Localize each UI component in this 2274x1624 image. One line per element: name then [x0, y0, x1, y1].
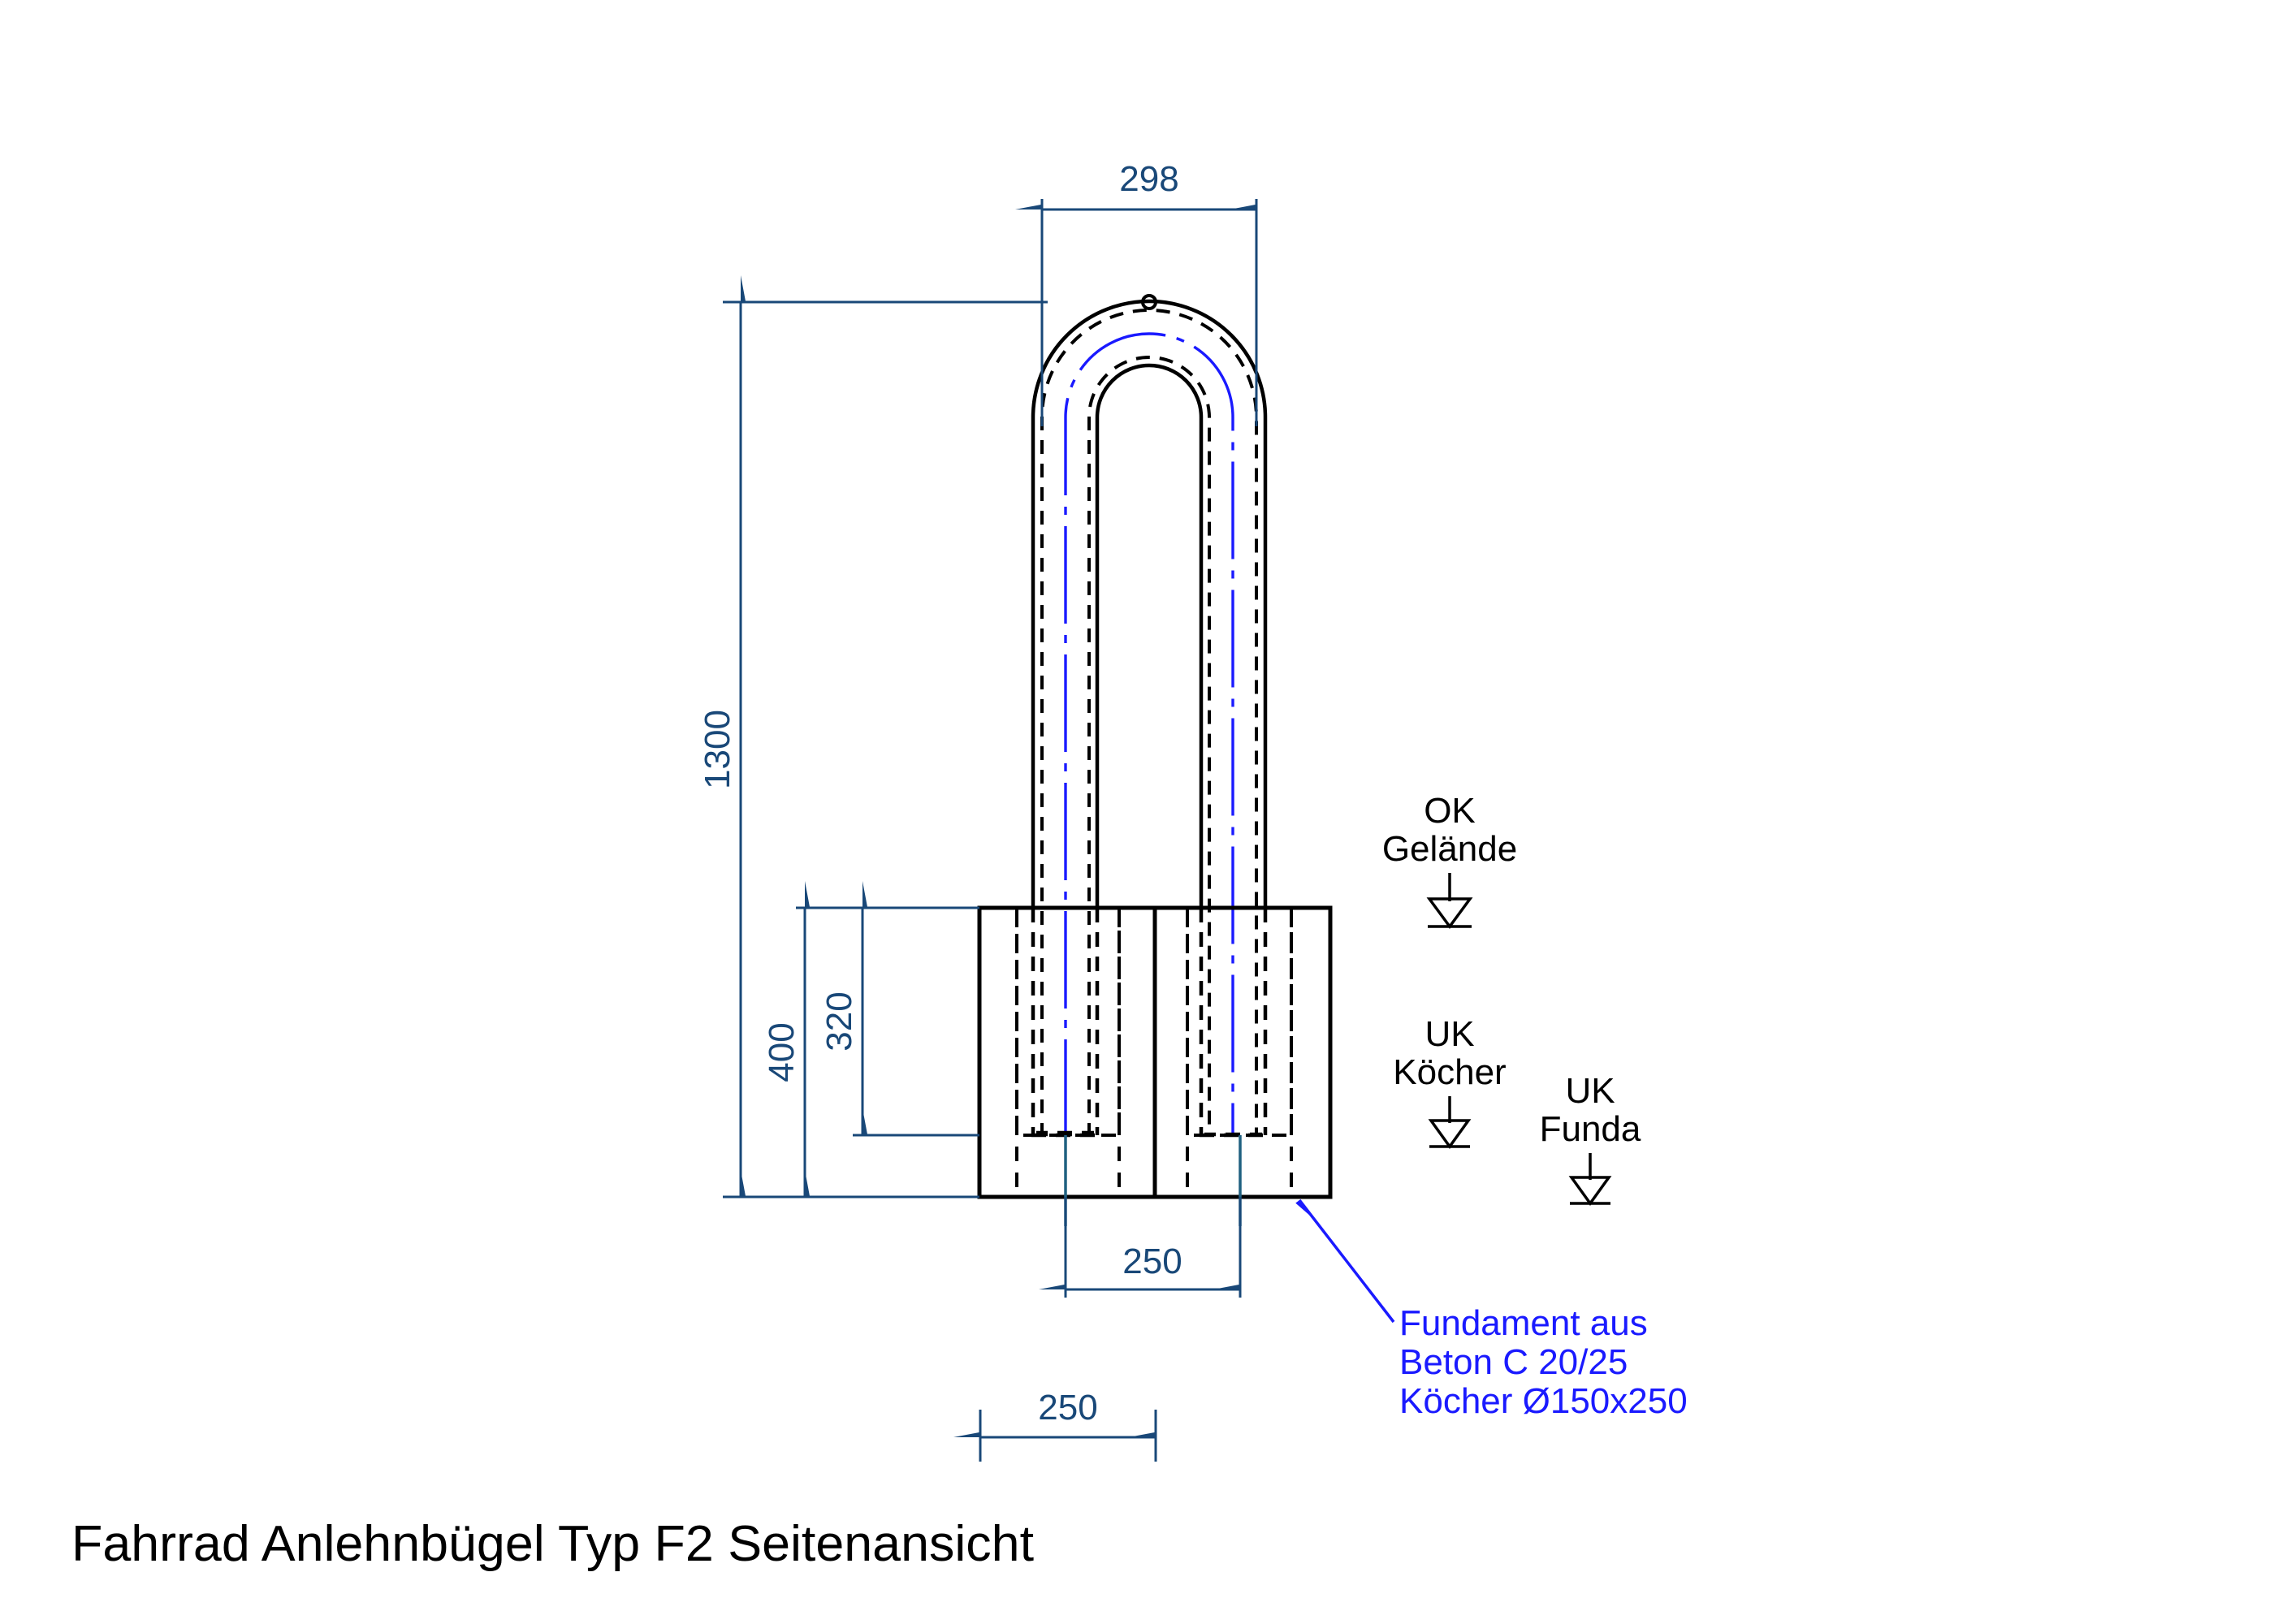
dimension-label-250-depth: 250: [1038, 1388, 1097, 1427]
drawing-caption: Fahrrad Anlehnbügel Typ F2 Seitenansicht: [71, 1516, 1034, 1572]
dimension-label-320: 320: [819, 991, 859, 1051]
dimension-label-1300: 1300: [698, 710, 737, 789]
level-label-line2: Funda: [1540, 1109, 1641, 1149]
dimension-foundation-depth-plan: 250: [953, 1388, 1157, 1462]
level-label-line1: UK: [1424, 1014, 1474, 1054]
level-marker-ok-gelaende: OK Gelände: [1382, 791, 1517, 929]
note-line-3: Köcher Ø150x250: [1399, 1381, 1688, 1421]
arc-center-marker-icon: [1141, 294, 1157, 310]
hoop-outer-contour: [1031, 299, 1268, 1137]
level-label-line1: OK: [1424, 791, 1476, 831]
note-leader-line: [1295, 1197, 1395, 1324]
hoop-inner-hidden-edge: [1087, 356, 1211, 1137]
dimension-label-400: 400: [762, 1022, 802, 1082]
level-triangle-icon: [1428, 1119, 1472, 1149]
note-line-2: Beton C 20/25: [1399, 1342, 1628, 1382]
hoop-centerline-arc: [1064, 332, 1234, 1137]
level-marker-uk-koecher: UK Köcher: [1393, 1014, 1507, 1149]
dimension-foundation-width: 250: [1039, 1197, 1242, 1298]
dimension-label-250-width: 250: [1122, 1242, 1182, 1281]
koecher-socket-left: [1015, 908, 1121, 1137]
level-label-line1: UK: [1565, 1071, 1615, 1111]
dimension-foundation-depth: 400: [762, 881, 979, 1199]
koecher-socket-right: [1186, 908, 1293, 1137]
level-marker-uk-funda: UK Funda: [1540, 1071, 1641, 1206]
level-label-line2: Gelände: [1382, 829, 1517, 869]
level-triangle-icon: [1568, 1176, 1612, 1206]
dimension-label-298: 298: [1119, 159, 1178, 199]
foundation-note-callout: Fundament aus Beton C 20/25 Köcher Ø150x…: [1295, 1197, 1688, 1421]
hoop-inner-contour: [1095, 363, 1204, 1137]
hoop-outer-hidden-edge: [1040, 309, 1258, 1137]
note-line-1: Fundament aus: [1399, 1303, 1648, 1343]
level-triangle-icon: [1426, 897, 1473, 929]
dimension-width-top: 298: [1015, 159, 1258, 426]
level-label-line2: Köcher: [1393, 1052, 1506, 1092]
dimension-embedment-depth: 320: [819, 881, 979, 1137]
